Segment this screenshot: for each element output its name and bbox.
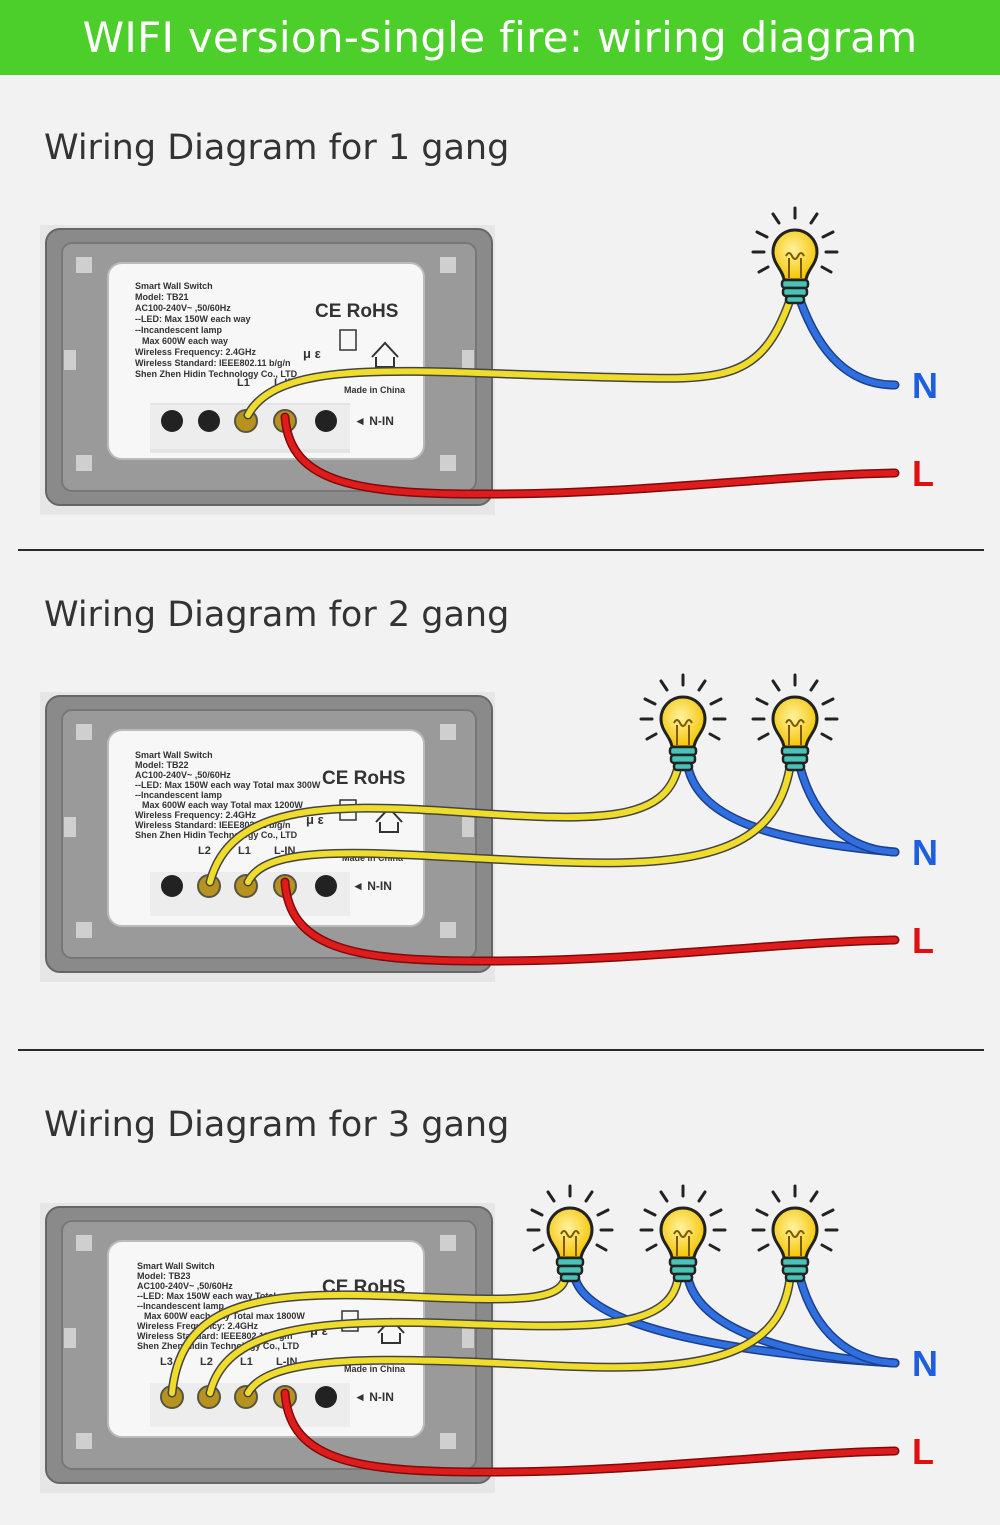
live-wire xyxy=(282,1390,898,1476)
svg-text:Wireless Standard: IEEE802.11: Wireless Standard: IEEE802.11 b/g/n xyxy=(137,1331,292,1341)
svg-text:AC100-240V~ ,50/60Hz: AC100-240V~ ,50/60Hz xyxy=(135,303,231,313)
bulb-icon xyxy=(751,1184,839,1283)
svg-text:--Incandescent lamp: --Incandescent lamp xyxy=(135,790,223,800)
svg-text:Model: TB21: Model: TB21 xyxy=(135,292,189,302)
svg-text:L1: L1 xyxy=(238,845,251,857)
neutral-wire xyxy=(797,297,898,388)
divider xyxy=(18,549,984,551)
svg-text:Wireless Frequency: 2.4GHz: Wireless Frequency: 2.4GHz xyxy=(135,810,256,820)
svg-text:◄ N-IN: ◄ N-IN xyxy=(352,879,392,893)
lamp-wire xyxy=(207,764,681,885)
svg-text:Model: TB22: Model: TB22 xyxy=(135,760,189,770)
bin-icon xyxy=(339,329,357,351)
svg-text:L3: L3 xyxy=(160,1356,173,1368)
svg-text:Model: TB23: Model: TB23 xyxy=(137,1271,191,1281)
svg-text:Wireless Frequency: 2.4GHz: Wireless Frequency: 2.4GHz xyxy=(135,347,256,357)
svg-text:Smart Wall Switch: Smart Wall Switch xyxy=(135,750,213,760)
svg-text:Made in China: Made in China xyxy=(344,385,406,395)
live-label: L xyxy=(912,1431,934,1472)
svg-text:L2: L2 xyxy=(198,845,211,857)
bulb-icon xyxy=(526,1184,614,1283)
svg-text:--Incandescent lamp: --Incandescent lamp xyxy=(137,1301,225,1311)
house-icon xyxy=(371,341,399,368)
svg-text:L2: L2 xyxy=(200,1356,213,1368)
svg-text:Made in China: Made in China xyxy=(344,1364,406,1374)
svg-text:Shen Zhen Hidin Technology Co.: Shen Zhen Hidin Technology Co., LTD xyxy=(137,1341,300,1351)
svg-text:AC100-240V~ ,50/60Hz: AC100-240V~ ,50/60Hz xyxy=(135,770,231,780)
neutral-label: N xyxy=(912,365,938,406)
wiring-diagram-2-gang: Smart Wall Switch Model: TB22 AC100-240V… xyxy=(40,673,938,982)
neutral-label: N xyxy=(912,1343,938,1384)
svg-text:Wireless Standard: IEEE802.11: Wireless Standard: IEEE802.11 b/g/n xyxy=(135,820,290,830)
cert-mark: CE RoHS xyxy=(315,301,398,322)
lamp-wire xyxy=(245,1275,793,1396)
cert-mark: CE RoHS xyxy=(322,768,405,789)
svg-text:Wireless Standard: IEEE802.11: Wireless Standard: IEEE802.11 b/g/n xyxy=(135,358,290,368)
live-wire xyxy=(282,414,898,498)
live-wire xyxy=(282,879,898,965)
wiring-diagram-1-gang: Smart Wall Switch Model: TB21 AC100-240V… xyxy=(40,206,938,515)
svg-text:L1: L1 xyxy=(240,1356,253,1368)
svg-text:◄ N-IN: ◄ N-IN xyxy=(354,1390,394,1404)
banner-title: WIFI version-single fire: wiring diagram xyxy=(0,0,1000,75)
spec-label: Smart Wall Switch Model: TB22 AC100-240V… xyxy=(135,750,405,893)
svg-text:Shen Zhen Hidin Technology Co.: Shen Zhen Hidin Technology Co., LTD xyxy=(135,830,298,840)
svg-text:--Incandescent lamp: --Incandescent lamp xyxy=(135,325,223,335)
neutral-wire xyxy=(797,1275,898,1366)
svg-text:μ ε: μ ε xyxy=(303,346,321,361)
section-title-2-gang: Wiring Diagram for 2 gang xyxy=(44,595,510,635)
svg-text:Smart Wall Switch: Smart Wall Switch xyxy=(135,281,213,291)
lamp-wire xyxy=(169,1275,568,1396)
lamp-wire xyxy=(245,764,793,885)
divider xyxy=(18,1049,984,1051)
svg-text:Smart Wall Switch: Smart Wall Switch xyxy=(137,1261,215,1271)
lamp-wire xyxy=(245,297,793,418)
svg-text:--LED: Max 150W each way: --LED: Max 150W each way xyxy=(135,314,251,324)
section-title-3-gang: Wiring Diagram for 3 gang xyxy=(44,1105,510,1145)
svg-text:◄ N-IN: ◄ N-IN xyxy=(354,414,394,428)
svg-text:--LED: Max 150W each way Total: --LED: Max 150W each way Total max 450W xyxy=(137,1291,323,1301)
live-label: L xyxy=(912,920,934,961)
bulb-icon xyxy=(639,1184,727,1283)
svg-text:--LED: Max 150W each way Total: --LED: Max 150W each way Total max 300W xyxy=(135,780,321,790)
svg-text:Shen Zhen Hidin Technology Co.: Shen Zhen Hidin Technology Co., LTD xyxy=(135,369,298,379)
svg-text:L1: L1 xyxy=(237,377,250,389)
bulb-icon xyxy=(639,673,727,772)
bulb-icon xyxy=(751,206,839,305)
svg-text:AC100-240V~ ,50/60Hz: AC100-240V~ ,50/60Hz xyxy=(137,1281,233,1291)
svg-text:Max 600W each way Total max 12: Max 600W each way Total max 1200W xyxy=(142,800,303,810)
neutral-wire xyxy=(797,764,898,855)
bulb-icon xyxy=(751,673,839,772)
neutral-label: N xyxy=(912,832,938,873)
live-label: L xyxy=(912,453,934,494)
wiring-diagram-3-gang: Smart Wall Switch Model: TB23 AC100-240V… xyxy=(40,1184,938,1493)
svg-text:Max 600W each way: Max 600W each way xyxy=(142,336,228,346)
lamp-wire xyxy=(207,1275,681,1396)
section-title-1-gang: Wiring Diagram for 1 gang xyxy=(44,128,510,168)
